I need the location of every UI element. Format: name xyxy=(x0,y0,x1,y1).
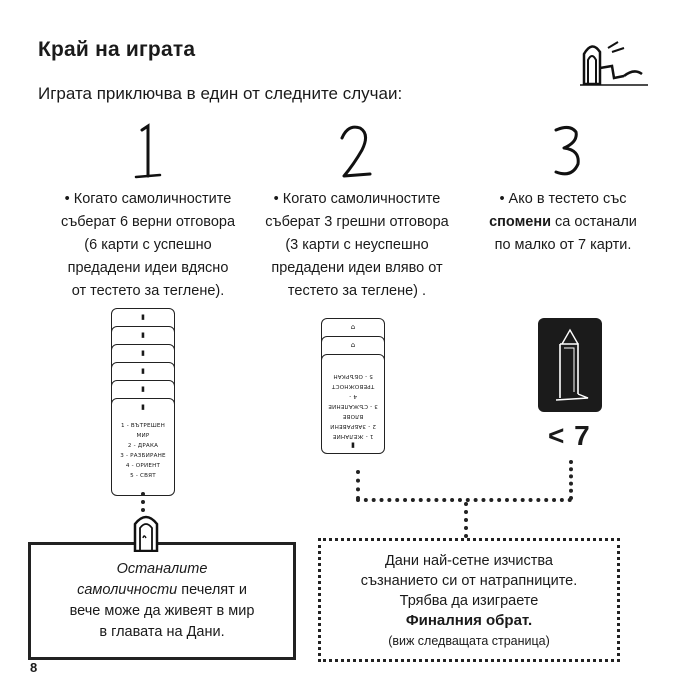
case-number-3 xyxy=(538,120,598,182)
card-text-list: 1 - ЖЕЛАНИЕ 2 - ЗАБРАВЕНИ ВЛОВЕ 3 - СЪЖА… xyxy=(328,373,378,439)
case-3-text: • Ако в тестето със спомени са останали … xyxy=(489,191,637,253)
page-title: Край на играта xyxy=(38,38,196,61)
door-icon xyxy=(555,328,589,401)
top-card: ▮ 1 - ВЪТРЕШЕН МИР 2 - ДРАКА 3 - РАЗБИРА… xyxy=(111,398,175,496)
case-number-1 xyxy=(118,120,178,182)
connector-dotted xyxy=(356,498,572,502)
card-icon: ▮ xyxy=(141,367,145,375)
card-text-list: 1 - ВЪТРЕШЕН МИР 2 - ДРАКА 3 - РАЗБИРАНЕ… xyxy=(120,423,166,479)
card-icon: ▮ xyxy=(141,313,145,321)
connector-dotted xyxy=(464,502,468,538)
card-icon: ⌂ xyxy=(350,323,356,331)
connector-dotted xyxy=(356,470,360,500)
door-house-icon xyxy=(578,38,650,88)
case-1-text: • Когато самоличностите съберат 6 верни … xyxy=(60,191,236,299)
intro-text: Играта приключва в един от следните случ… xyxy=(38,84,403,103)
card-icon: ▮ xyxy=(141,349,145,357)
case-number-2 xyxy=(326,120,386,182)
page-number: 8 xyxy=(30,660,38,675)
card-icon: ▮ xyxy=(141,331,145,339)
memory-card xyxy=(538,318,602,412)
outcome-identities-win: Останалите самоличности печелят и вече м… xyxy=(28,542,296,660)
case-2-text: • Когато самоличностите съберат 3 грешни… xyxy=(265,191,449,299)
connector-dotted xyxy=(141,492,145,512)
card-icon: ▮ xyxy=(141,385,145,393)
top-card: ▮ 1 - ЖЕЛАНИЕ 2 - ЗАБРАВЕНИ ВЛОВЕ 3 - СЪ… xyxy=(321,354,385,454)
outcome-final-twist: Дани най-сетне изчиства съзнанието си от… xyxy=(318,538,620,662)
card-icon: ▮ xyxy=(141,403,145,411)
card-icon: ⌂ xyxy=(350,341,356,349)
less-than-seven-label: < 7 xyxy=(548,420,591,451)
card-icon: ▮ xyxy=(351,441,355,449)
door-icon xyxy=(132,512,160,553)
connector-dotted xyxy=(569,460,573,500)
